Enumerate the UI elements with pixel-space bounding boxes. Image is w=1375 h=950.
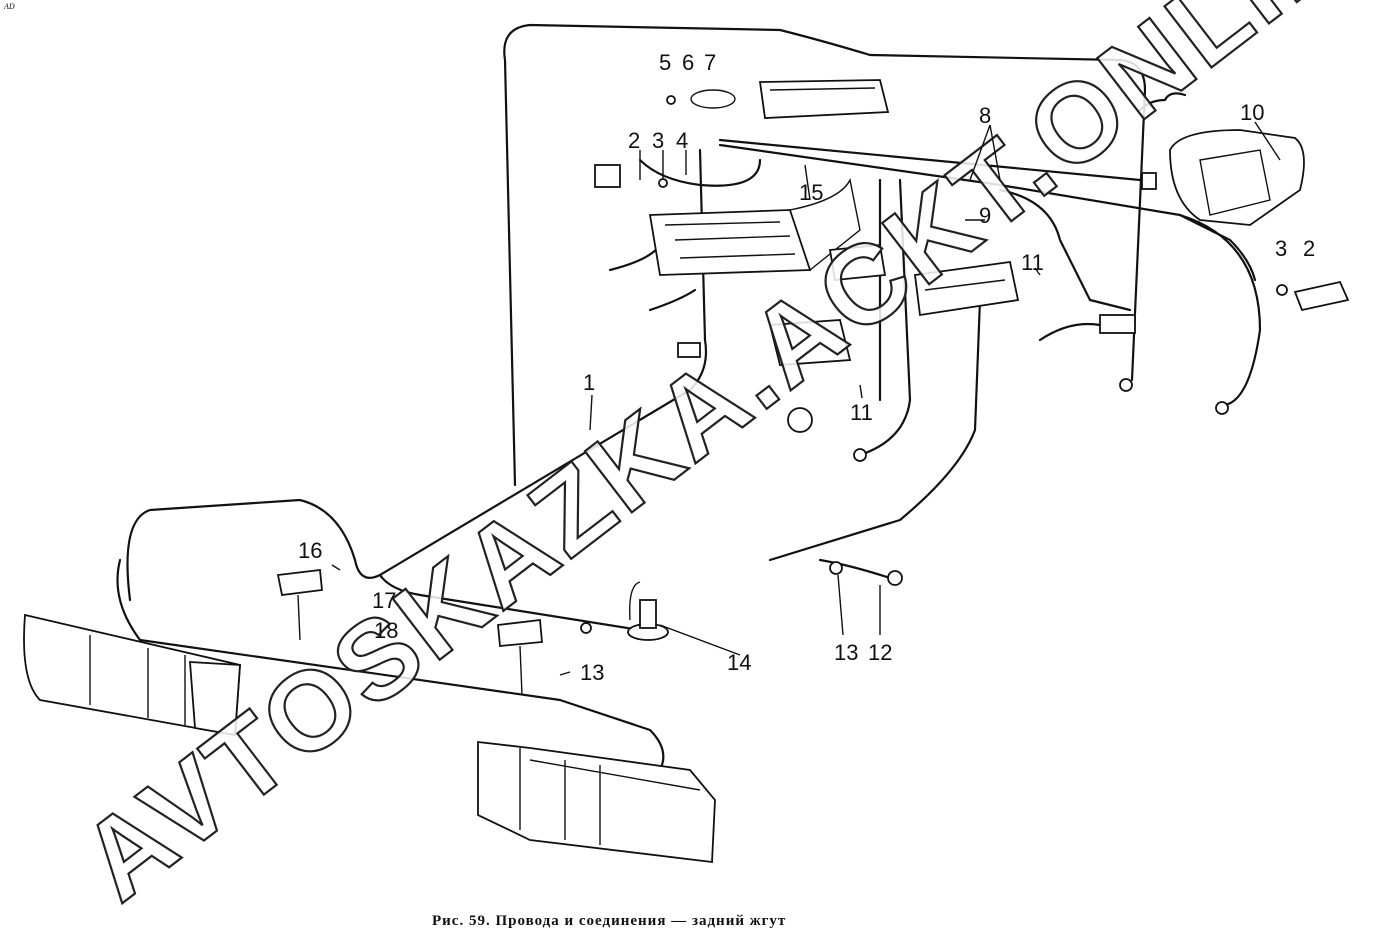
lamp-6-ring	[666, 89, 736, 109]
callout-18: 18	[374, 618, 398, 643]
callout-3-right: 3	[1275, 236, 1287, 261]
connectors	[580, 172, 1229, 634]
leader-lines	[331, 121, 1281, 676]
dome-light-housing	[758, 79, 890, 119]
callout-11-radio: 11	[1021, 250, 1044, 275]
callout-2: 2	[628, 128, 640, 153]
switch-block	[768, 244, 887, 366]
callout-14: 14	[727, 650, 751, 675]
callout-3: 3	[652, 128, 664, 153]
callout-13-lower: 13	[834, 640, 858, 665]
callout-1: 1	[583, 370, 595, 395]
callout-13-trunk: 13	[580, 660, 604, 685]
callout-8: 8	[979, 103, 991, 128]
side-marker-lamp-left	[594, 164, 668, 188]
instrument-cluster	[648, 177, 861, 276]
callout-5: 5	[659, 50, 671, 75]
rear-harness-wires	[116, 23, 1262, 772]
callout-4: 4	[676, 128, 688, 153]
right-tail-light	[477, 740, 716, 864]
callout-16: 16	[298, 538, 322, 563]
figure-caption: Рис. 59. Провода и соединения — задний ж…	[432, 913, 786, 929]
callout-9: 9	[979, 203, 991, 228]
watermark: AVTOSKAZKA.ACKT.ONLINE	[59, 0, 1375, 924]
license-plate-lamp-brackets	[276, 568, 543, 696]
callout-10: 10	[1240, 100, 1264, 125]
side-marker-lamp-right	[1276, 280, 1350, 312]
corner-mark: AD	[3, 2, 15, 11]
left-tail-light	[23, 613, 241, 737]
callout-labels: 1 2 3 4 5 6 7 8 9 10 11 11 2 3 15 16 17 …	[298, 50, 1315, 685]
callout-11-lower: 11	[850, 400, 873, 425]
callout-6: 6	[682, 50, 694, 75]
trunk-lamp-14	[627, 581, 669, 641]
callout-12: 12	[868, 640, 892, 665]
radio-unit-11	[913, 260, 1020, 317]
heater-box-10	[1169, 129, 1305, 226]
callout-15: 15	[799, 180, 823, 205]
callout-17: 17	[372, 588, 396, 613]
callout-7: 7	[704, 50, 716, 75]
callout-2-right: 2	[1303, 236, 1315, 261]
